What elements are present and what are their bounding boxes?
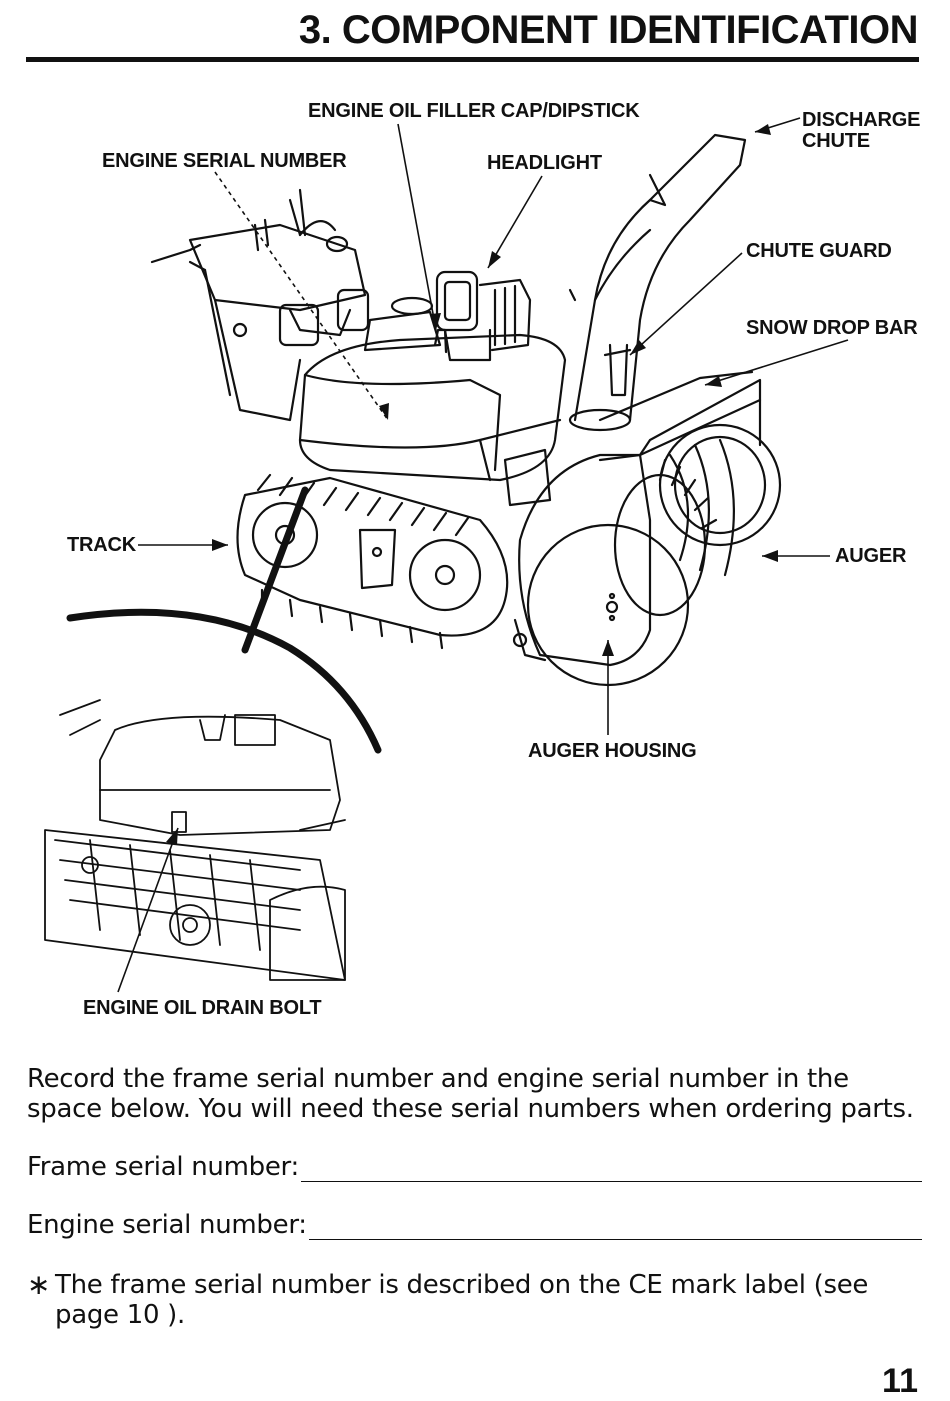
label-auger-housing: AUGER HOUSING (528, 740, 697, 762)
page-number: 11 (882, 1362, 918, 1400)
intro-paragraph: Record the frame serial number and engin… (27, 1064, 914, 1124)
label-auger: AUGER (835, 545, 907, 567)
label-engine-oil-drain-bolt: ENGINE OIL DRAIN BOLT (83, 997, 322, 1019)
leader-oil-filler (397, 123, 437, 331)
auger-drawing (613, 423, 782, 617)
leader-chute-guard (629, 252, 743, 356)
engine-serial-label: Engine serial number: (27, 1210, 307, 1240)
inset-connector-arc (66, 608, 382, 754)
footnote-asterisk: ∗ (27, 1268, 51, 1301)
page-title: 3. COMPONENT IDENTIFICATION (298, 8, 919, 52)
engine-serial-row: Engine serial number: (27, 1210, 922, 1240)
label-engine-serial-number: ENGINE SERIAL NUMBER (102, 150, 347, 172)
label-snow-drop-bar: SNOW DROP BAR (746, 317, 918, 339)
label-track: TRACK (67, 534, 136, 556)
frame-serial-label: Frame serial number: (27, 1152, 299, 1182)
engine-drawing (298, 270, 567, 482)
leader-snow-drop (704, 339, 849, 386)
discharge-chute-drawing (568, 133, 747, 432)
leader-serial (214, 171, 389, 421)
label-discharge-chute: DISCHARGE CHUTE (802, 109, 921, 152)
footnote-text: The frame serial number is described on … (55, 1270, 869, 1330)
auger-housing-drawing (503, 370, 762, 687)
label-headlight: HEADLIGHT (487, 152, 602, 174)
frame-serial-field[interactable] (300, 1161, 922, 1182)
frame-serial-row: Frame serial number: (27, 1152, 922, 1182)
label-engine-oil-filler: ENGINE OIL FILLER CAP/DIPSTICK (308, 100, 640, 122)
snowblower-diagram (44, 117, 849, 993)
leader-drain-bolt (117, 827, 179, 993)
inset-drawing (44, 699, 346, 981)
header-rule (26, 57, 919, 62)
footnote: ∗ The frame serial number is described o… (27, 1268, 922, 1331)
leader-headlight (487, 175, 543, 269)
engine-serial-field[interactable] (308, 1219, 922, 1240)
handlebar-drawing (150, 188, 370, 422)
label-chute-guard: CHUTE GUARD (746, 240, 892, 262)
